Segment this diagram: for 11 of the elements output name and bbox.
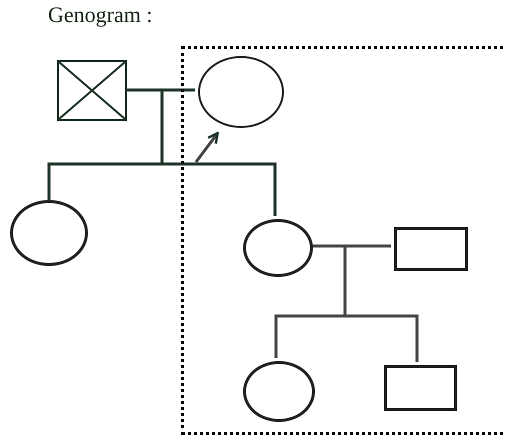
diagram-title: Genogram : <box>48 2 152 28</box>
male-square <box>384 365 457 411</box>
female-circle <box>198 56 284 128</box>
female-circle <box>243 219 313 277</box>
female-circle <box>10 200 88 266</box>
arrow <box>194 132 219 163</box>
household-boundary <box>181 46 505 435</box>
male-square <box>394 227 468 271</box>
connector-line <box>127 88 276 216</box>
deceased-male-square <box>57 60 127 121</box>
female-circle <box>243 361 315 422</box>
